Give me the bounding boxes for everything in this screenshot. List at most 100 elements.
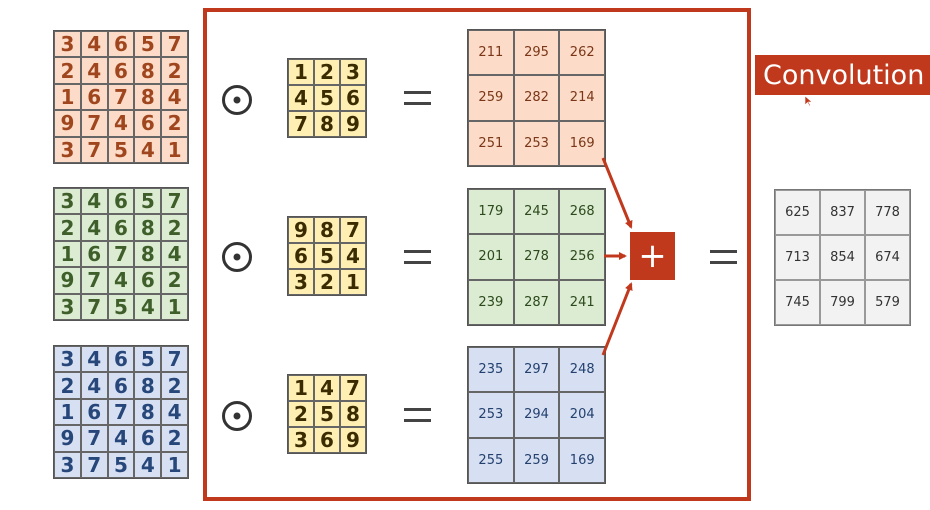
matrix-cell: 3 [288, 269, 314, 295]
matrix-cell: 7 [80, 110, 108, 137]
matrix-cell: 4 [80, 372, 108, 399]
matrix-cell: 211 [468, 30, 514, 76]
matrix-cell: 8 [134, 83, 162, 111]
equals-icon [404, 91, 431, 105]
matrix-cell: 241 [559, 279, 606, 325]
matrix-cell: 7 [80, 425, 108, 452]
matrix-cell: 5 [107, 451, 135, 478]
matrix-cell: 7 [340, 217, 366, 243]
matrix-cell: 268 [559, 189, 606, 235]
matrix-cell: 7 [80, 136, 108, 163]
matrix-cell: 4 [288, 85, 314, 111]
matrix-cell: 4 [134, 451, 162, 478]
matrix-cell: 5 [314, 85, 340, 111]
matrix-cell: 282 [513, 75, 560, 121]
matrix-cell: 2 [54, 57, 81, 84]
matrix-cell: 2 [314, 269, 340, 295]
matrix-cell: 7 [80, 451, 108, 478]
matrix-cell: 674 [865, 235, 910, 280]
matrix-cell: 259 [513, 437, 560, 483]
matrix-cell: 6 [80, 398, 108, 426]
matrix-cell: 4 [80, 57, 108, 84]
matrix-cell: 278 [513, 234, 560, 280]
matrix-cell: 5 [134, 188, 162, 215]
matrix-cell: 6 [107, 214, 135, 241]
matrix-cell: 4 [314, 375, 340, 401]
equals-icon [404, 408, 431, 422]
matrix-cell: 5 [314, 243, 340, 269]
matrix-cell: 5 [107, 136, 135, 163]
matrix-cell: 5 [107, 293, 135, 320]
matrix-cell: 4 [161, 83, 188, 111]
matrix-cell: 169 [559, 437, 606, 483]
matrix-cell: 8 [134, 398, 162, 426]
matrix-cell: 854 [820, 235, 865, 280]
matrix-cell: 1 [54, 83, 81, 111]
matrix-cell: 1 [288, 59, 314, 85]
matrix-cell: 7 [288, 111, 314, 137]
matrix-cell: 7 [340, 375, 366, 401]
matrix-cell: 3 [288, 427, 314, 453]
hadamard-product-icon [222, 85, 252, 115]
matrix-cell: 4 [107, 110, 135, 137]
matrix-cell: 9 [340, 111, 366, 137]
matrix-cell: 8 [134, 240, 162, 268]
matrix-cell: 6 [80, 240, 108, 268]
matrix-cell: 2 [288, 401, 314, 427]
hadamard-product-icon [222, 242, 252, 272]
matrix-cell: 245 [513, 189, 560, 235]
matrix-cell: 8 [134, 372, 162, 399]
matrix-cell: 2 [161, 425, 188, 452]
matrix-cell: 7 [107, 398, 135, 426]
arrow-icon [601, 157, 633, 229]
matrix-cell: 1 [340, 269, 366, 295]
matrix-cell: 9 [340, 427, 366, 453]
matrix-cell: 6 [107, 346, 135, 373]
matrix-cell: 287 [513, 279, 560, 325]
matrix-cell: 2 [54, 372, 81, 399]
convolution-title: Convolution [755, 55, 930, 95]
equals-icon [404, 250, 431, 264]
matrix-cell: 6 [107, 372, 135, 399]
matrix-cell: 239 [468, 279, 514, 325]
matrix-cell: 8 [314, 217, 340, 243]
matrix-cell: 9 [54, 110, 81, 137]
matrix-cell: 5 [314, 401, 340, 427]
matrix-cell: 4 [161, 398, 188, 426]
matrix-cell: 6 [107, 188, 135, 215]
matrix-cell: 201 [468, 234, 514, 280]
hadamard-product-icon [222, 401, 252, 431]
matrix-cell: 4 [340, 243, 366, 269]
matrix-cell: 799 [820, 280, 865, 325]
matrix-cell: 7 [80, 267, 108, 294]
matrix-cell: 1 [161, 136, 188, 163]
matrix-cell: 6 [80, 83, 108, 111]
matrix-cell: 8 [340, 401, 366, 427]
matrix-cell: 9 [54, 425, 81, 452]
matrix-cell: 6 [314, 427, 340, 453]
matrix-cell: 2 [161, 372, 188, 399]
matrix-cell: 297 [513, 347, 560, 393]
matrix-cell: 625 [775, 190, 820, 235]
matrix-cell: 579 [865, 280, 910, 325]
arrow-icon [601, 282, 633, 356]
matrix-cell: 6 [134, 267, 162, 294]
matrix-cell: 295 [513, 30, 560, 76]
matrix-cell: 214 [559, 75, 606, 121]
matrix-cell: 7 [161, 31, 188, 58]
matrix-cell: 256 [559, 234, 606, 280]
matrix-cell: 204 [559, 392, 606, 438]
matrix-cell: 4 [80, 188, 108, 215]
matrix-cell: 3 [340, 59, 366, 85]
matrix-cell: 3 [54, 346, 81, 373]
matrix-cell: 3 [54, 451, 81, 478]
matrix-cell: 837 [820, 190, 865, 235]
